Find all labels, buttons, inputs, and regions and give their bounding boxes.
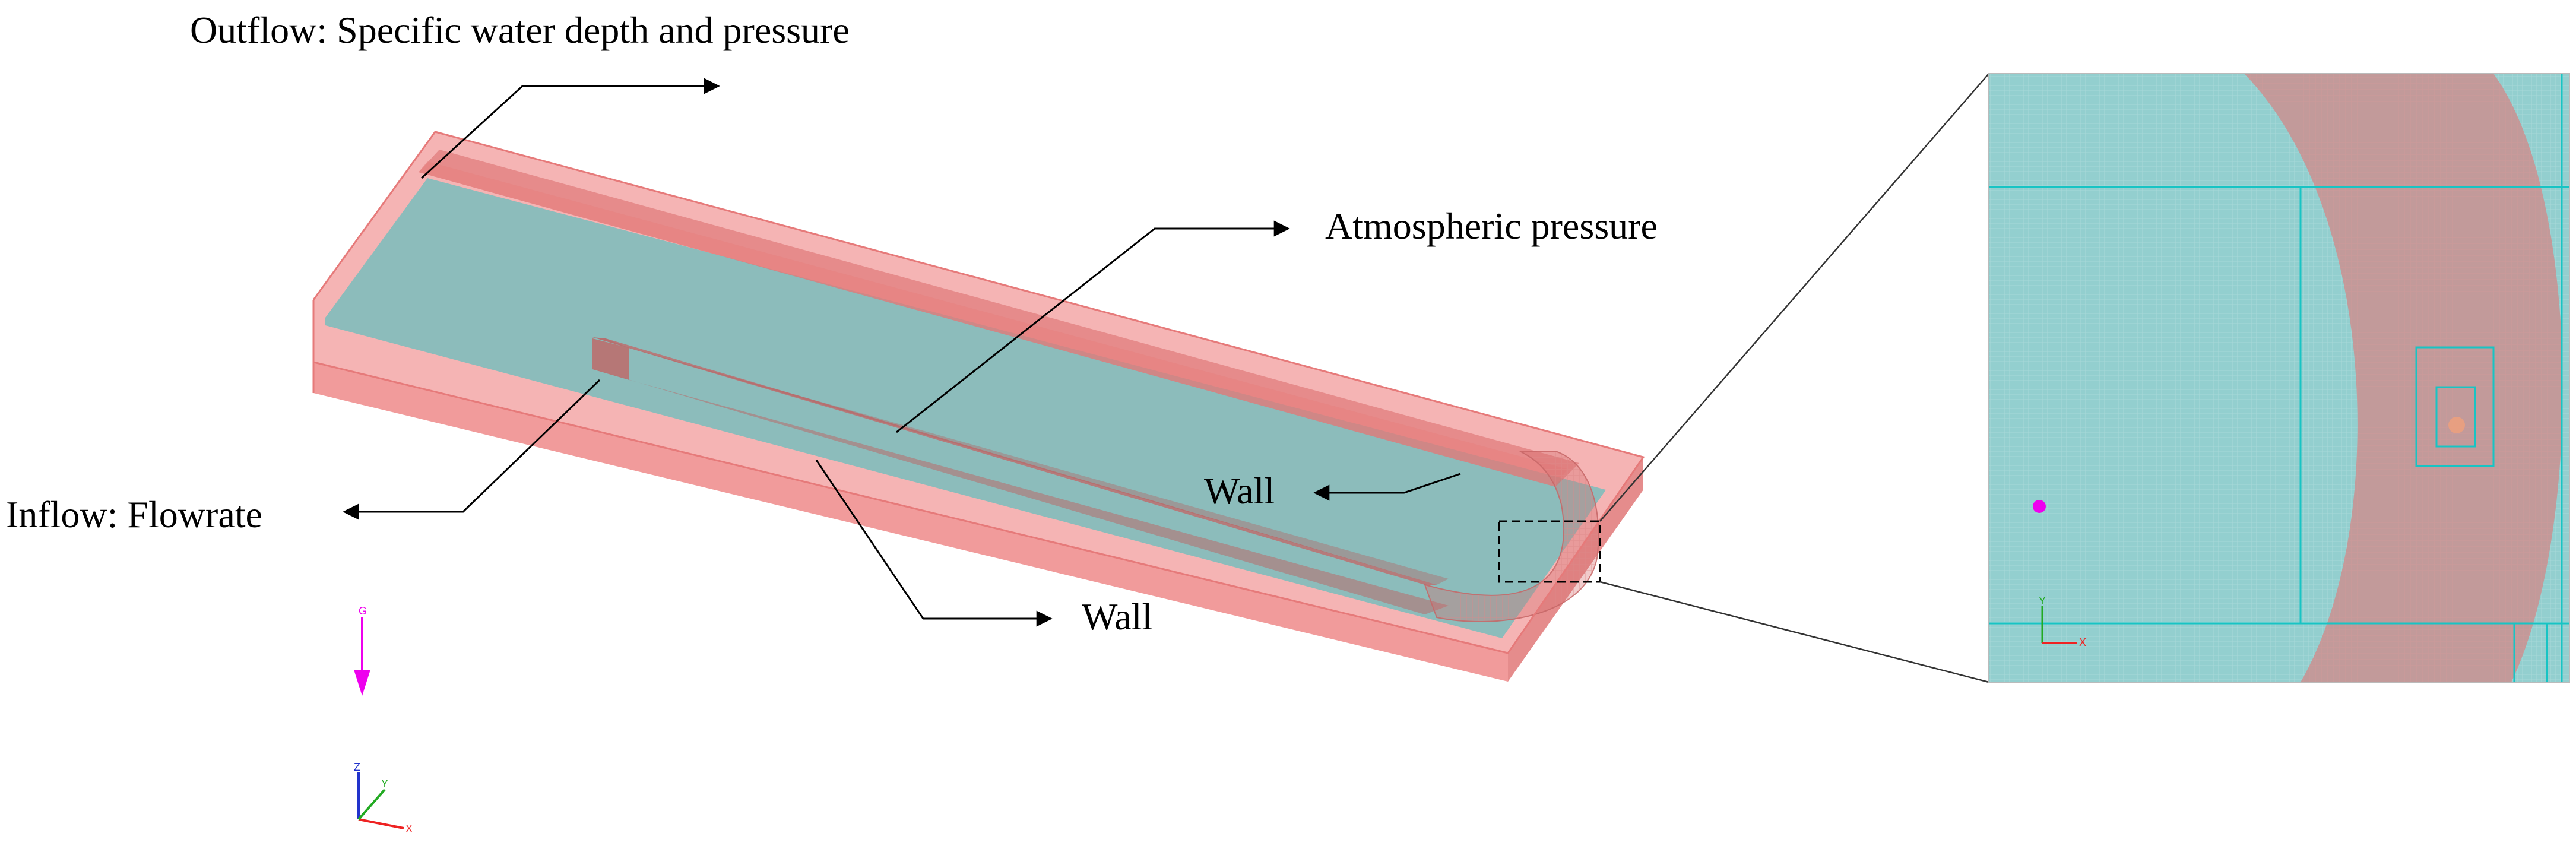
inset-curved-wall-grid	[2244, 74, 2563, 682]
axis-x-label: X	[405, 823, 413, 835]
outflow-leader	[420, 78, 720, 179]
wall-upper-label: Wall	[1204, 470, 1275, 512]
u-bend-shade	[1425, 451, 1599, 622]
outer-wall-back-top	[419, 161, 1567, 487]
wall-lower-leader	[815, 460, 1053, 627]
zoom-region-box	[1498, 520, 1601, 583]
outflow-label: Outflow: Specific water depth and pressu…	[190, 9, 850, 51]
gravity-arrow-icon: G	[354, 605, 370, 696]
gravity-label: G	[359, 605, 367, 617]
zoom-connector-bottom	[1599, 581, 1989, 683]
zoom-connector-top	[1599, 73, 1989, 522]
inset-frame	[1988, 73, 2570, 683]
annotation-leaders	[343, 78, 1461, 627]
inner-divider-wall	[592, 337, 1437, 585]
wall-lower-label: Wall	[1082, 595, 1152, 638]
axis-y-label: Y	[381, 778, 388, 790]
wall-upper-leader	[1313, 473, 1461, 501]
inflow-leader	[343, 379, 601, 520]
inset-axes-icon: Y X	[2039, 595, 2086, 648]
channel-band	[594, 369, 1449, 614]
channel-model	[312, 131, 1645, 682]
axis-z-label: Z	[354, 761, 360, 773]
atmospheric-label: Atmospheric pressure	[1325, 205, 1658, 247]
inset-probe-dot	[2448, 417, 2465, 433]
u-bend	[1424, 451, 1599, 622]
inner-divider-top	[592, 337, 1449, 585]
marker-dot-icon	[2033, 500, 2046, 513]
atmospheric-leader	[896, 220, 1290, 433]
inset-axis-y-label: Y	[2039, 595, 2046, 607]
water-surface	[325, 178, 1606, 638]
coordinate-axes-icon: Z Y X	[354, 761, 413, 835]
zoom-inset-panel: Y X	[1989, 74, 2569, 682]
divider-end-block	[592, 338, 629, 380]
box-front-face	[313, 362, 1508, 682]
inset-axis-x-label: X	[2079, 636, 2086, 648]
inflow-label: Inflow: Flowrate	[6, 493, 262, 536]
